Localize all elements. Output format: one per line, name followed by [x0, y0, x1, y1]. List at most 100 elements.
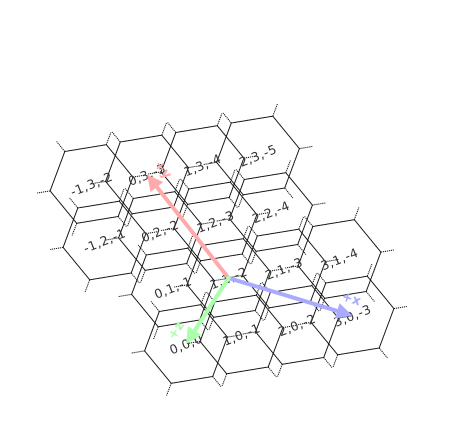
hex-edge-stub: [285, 160, 291, 173]
hex-edge-stub: [282, 325, 296, 329]
hex-edge-stub: [214, 278, 228, 282]
hex-edge-stub: [285, 265, 299, 269]
hex-edge-stub: [195, 260, 202, 274]
hex-edge-stub: [150, 301, 160, 312]
hex-edge-stub: [105, 132, 112, 145]
hex-edge-stub: [161, 122, 167, 136]
hex-edge-stub: [111, 131, 121, 143]
hex-cell-label: 3,1,-4: [318, 245, 360, 274]
hex-edge-stub: [118, 293, 132, 297]
axis-z-arrowhead: [186, 326, 202, 344]
hex-edge-stub: [393, 306, 407, 310]
hex-edge-stub: [203, 161, 217, 165]
hex-cell-label: 1,0,-1: [220, 320, 262, 349]
hex-cell-label: 0,2,-2: [139, 217, 181, 246]
hex-edge-stub: [186, 263, 196, 274]
hex-edge-stub: [277, 364, 283, 377]
hex-edge-stub: [84, 279, 91, 293]
hex-cell-label: 1,2,-3: [194, 207, 236, 236]
hex-edge-stub: [71, 223, 78, 236]
hex-cell-label: -1,2,-1: [81, 225, 128, 256]
hex-edge-stub: [267, 366, 277, 378]
hex-cell-label: -1,3,-2: [68, 169, 115, 200]
hex-edge-stub: [201, 221, 215, 225]
hex-cell-label: 2,3,-5: [237, 141, 279, 170]
hex-edge-stub: [212, 376, 222, 387]
hex-edge-stub: [187, 235, 193, 249]
hex-edge-stub: [248, 225, 258, 237]
hex-cell-label: 2,2,-4: [250, 198, 292, 227]
hex-edge-stub: [238, 194, 244, 208]
hex-edge-stub: [365, 291, 375, 302]
hex-edge-stub: [297, 244, 307, 255]
hex-stubs-layer: [37, 103, 407, 396]
hex-edge-stub: [353, 207, 360, 220]
hex-edge-stub: [148, 171, 162, 175]
hex-edge-stub: [298, 216, 304, 230]
hex-edge-stub: [132, 174, 146, 178]
hex-labels-layer: 0,0,00,1,-10,2,-20,3,-31,0,-11,1,-21,2,-…: [68, 141, 373, 357]
axis-x-shaft: [226, 276, 340, 313]
hex-edge-stub: [130, 272, 140, 284]
hex-edge-stub: [180, 178, 190, 190]
hex-edge-stub: [256, 212, 270, 216]
hex-edge-stub: [140, 270, 146, 283]
hex-edge-stub: [137, 244, 147, 256]
hex-edge-stub: [118, 188, 125, 202]
hex-edge-stub: [298, 321, 312, 325]
hex-edge-stub: [216, 113, 223, 126]
hex-edge-stub: [317, 272, 327, 284]
hex-edge-stub: [174, 179, 180, 192]
hex-edge-stub: [50, 246, 64, 250]
hex-edge-stub: [117, 216, 127, 227]
hex-edge-stub: [243, 155, 257, 159]
hex-cell-label: 2,0,-2: [276, 311, 318, 340]
hex-edge-stub: [188, 165, 202, 169]
hex-edge-stub: [92, 180, 106, 184]
hex-edge-stub: [332, 354, 339, 368]
hex-cell-label: 0,1,-1: [152, 273, 194, 302]
axis-x-arrowhead: [334, 303, 353, 319]
hex-edge-stub: [242, 226, 249, 239]
hex-edge-stub: [167, 122, 177, 133]
hex-edge-stub: [221, 373, 228, 387]
hex-edge-stub: [174, 284, 188, 288]
hex-edge-stub: [299, 146, 313, 150]
hex-edge-stub: [272, 103, 278, 117]
hex-edge-stub: [366, 263, 373, 277]
hex-edge-stub: [182, 204, 189, 217]
hex-edge-stub: [378, 347, 388, 359]
hex-edge-stub: [105, 237, 119, 241]
hex-edge-stub: [229, 169, 236, 183]
hex-edge-stub: [380, 249, 394, 253]
hex-edge-stub: [241, 253, 251, 265]
hex-edge-stub: [312, 202, 326, 206]
hex-edge-stub: [200, 292, 206, 305]
axis-x-arrow: +x: [226, 276, 363, 319]
hex-edge-stub: [228, 197, 238, 208]
hex-edge-stub: [216, 218, 230, 222]
hex-edge-stub: [161, 227, 175, 231]
hex-edge-stub: [222, 112, 232, 124]
hex-edge-stub: [37, 190, 51, 194]
hex-edge-stub: [254, 310, 264, 321]
axis-z-shaft: [192, 276, 231, 333]
hex-edge-stub: [208, 317, 215, 330]
hex-edge-stub: [153, 326, 159, 340]
hex-edge-stub: [131, 350, 145, 354]
hex-edge-stub: [269, 268, 283, 272]
hex-edge-stub: [166, 383, 172, 396]
hex-edge-stub: [56, 141, 66, 152]
hex-edge-stub: [264, 307, 270, 321]
hex-edge-stub: [69, 197, 79, 209]
axis-y-shaft: [154, 185, 231, 280]
hex-edge-stub: [127, 213, 133, 227]
hex-edge-stub: [323, 357, 333, 368]
hex-edge-stub: [187, 340, 201, 344]
hex-edge-stub: [338, 315, 352, 319]
hex-edge-stub: [325, 259, 339, 263]
hex-edge-stub: [251, 251, 257, 264]
hex-edge-stub: [145, 231, 159, 235]
